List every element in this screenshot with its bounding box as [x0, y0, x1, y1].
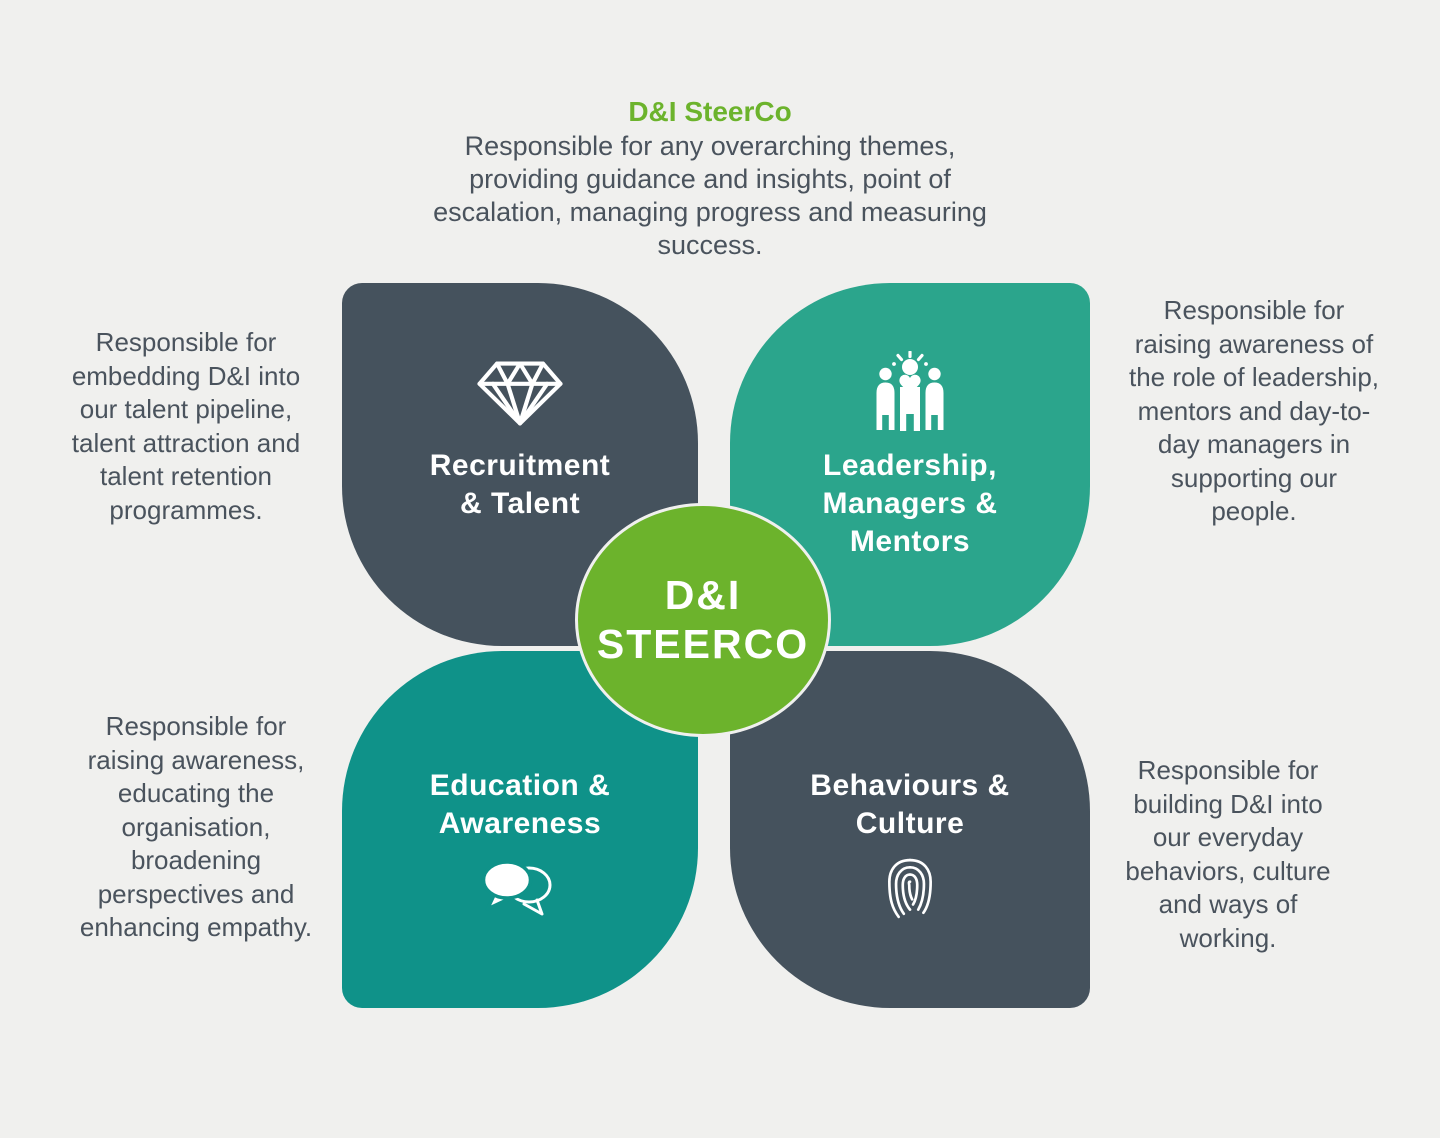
note-line: building D&I into — [1133, 788, 1323, 819]
petal-title-line: Culture — [855, 807, 965, 840]
diamond-icon — [477, 361, 563, 426]
fingerprint-icon — [888, 858, 932, 919]
note-line: raising awareness, — [87, 744, 305, 775]
steerco-center-circle: D&I STEERCO — [575, 503, 831, 737]
note-line: talent retention — [99, 461, 272, 491]
petal-recruitment-talent: Recruitment & Talent — [342, 283, 698, 646]
note-line: programmes. — [109, 494, 263, 525]
note-line: broadening — [130, 845, 262, 875]
petal-title: Behaviours & Culture — [730, 767, 1090, 843]
note-line: talent attraction and — [71, 427, 301, 458]
circle-title-line: D&I — [664, 572, 742, 618]
petal-title-line: Managers & — [822, 487, 998, 520]
note-line: raising awareness of — [1134, 328, 1374, 359]
note-line: mentors and day-to- — [1137, 395, 1371, 426]
note-line: Responsible for — [105, 711, 287, 741]
note-line: our talent pipeline, — [79, 394, 293, 424]
circle-title-line: STEERCO — [596, 621, 810, 667]
note-line: day managers in — [1157, 429, 1351, 459]
petal-title: Leadership, Managers & Mentors — [730, 447, 1090, 561]
note-line: the role of leadership, — [1128, 362, 1380, 392]
petal-education-awareness: Education & Awareness — [342, 651, 698, 1008]
note-line: supporting our — [1170, 462, 1338, 493]
note-recruitment-talent: Responsible for embedding D&I into our t… — [28, 326, 344, 527]
note-line: working. — [1179, 922, 1277, 953]
petal-title-line: Behaviours & — [810, 769, 1010, 802]
petal-title-line: Education & — [429, 769, 611, 802]
note-line: embedding D&I into — [71, 360, 301, 391]
petal-title-line: Leadership, — [823, 449, 997, 482]
note-line: Responsible for — [1163, 295, 1345, 325]
note-education-awareness: Responsible for raising awareness, educa… — [38, 710, 354, 945]
note-line: organisation, — [121, 811, 271, 842]
note-leadership-managers-mentors: Responsible for raising awareness of the… — [1102, 294, 1406, 529]
petal-title: Education & Awareness — [342, 767, 698, 843]
note-line: perspectives and — [97, 878, 295, 909]
petal-title: Recruitment & Talent — [342, 447, 698, 523]
note-line: people. — [1211, 496, 1297, 526]
note-behaviours-culture: Responsible for building D&I into our ev… — [1076, 754, 1380, 955]
note-line: educating the — [117, 778, 275, 808]
header-description-line: success. — [657, 230, 763, 260]
petal-title-line: Mentors — [849, 525, 971, 558]
header-description-line: providing guidance and insights, point o… — [469, 164, 951, 194]
speech-bubbles-icon — [481, 860, 552, 916]
petal-title-line: Awareness — [438, 807, 602, 840]
petal-title-line: Recruitment — [429, 449, 611, 482]
header-block: D&I SteerCo Responsible for any overarch… — [330, 94, 1090, 262]
note-line: and ways of — [1158, 889, 1298, 919]
petal-title-line: & Talent — [459, 487, 581, 520]
team-icon — [876, 351, 944, 431]
note-line: behaviors, culture — [1125, 855, 1331, 886]
header-description-line: escalation, managing progress and measur… — [433, 197, 987, 227]
note-line: enhancing empathy. — [79, 912, 313, 942]
note-line: Responsible for — [1137, 755, 1319, 785]
note-line: Responsible for — [95, 327, 277, 357]
header-description-line: Responsible for any overarching themes, — [464, 131, 956, 161]
note-line: our everyday — [1152, 822, 1304, 852]
header-title: D&I SteerCo — [628, 96, 792, 127]
petal-behaviours-culture: Behaviours & Culture — [730, 651, 1090, 1008]
petal-leadership-managers-mentors: Leadership, Managers & Mentors — [730, 283, 1090, 646]
